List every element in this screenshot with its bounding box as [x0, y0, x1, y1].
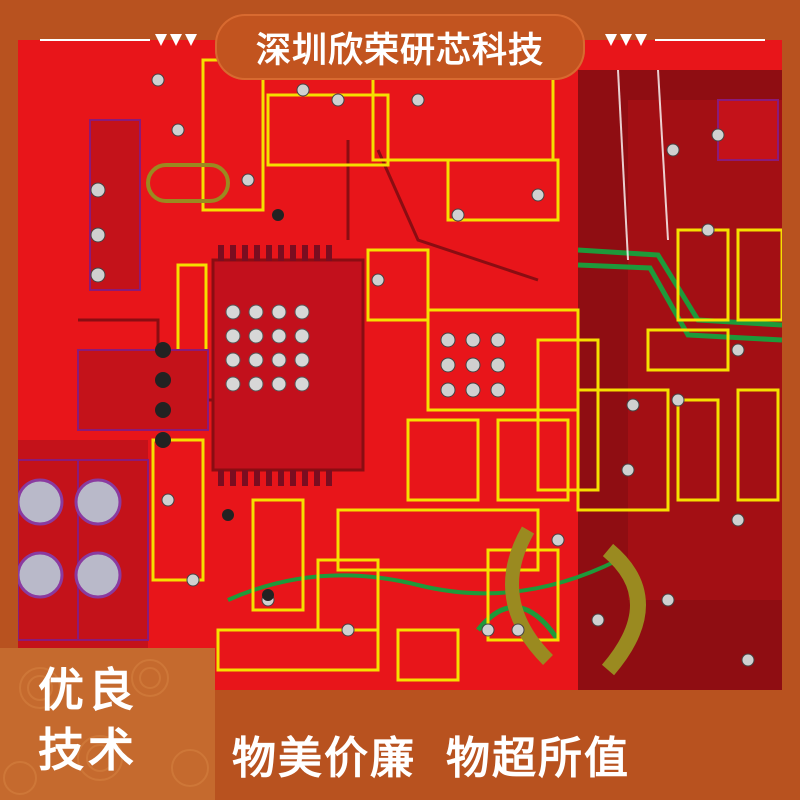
- slogan: 物美价廉物超所值: [232, 722, 630, 786]
- company-name: 深圳欣荣研芯科技: [255, 30, 544, 71]
- slogan-part-2: 物超所值: [446, 733, 630, 784]
- slogan-part-1: 物美价廉: [232, 733, 416, 784]
- wave-decoration: [605, 34, 765, 46]
- badge-text: 优良 技术: [38, 660, 138, 780]
- quality-badge: [0, 648, 215, 800]
- badge-line-1: 优良: [38, 663, 138, 717]
- pcb-layout-graphic: [18, 58, 782, 690]
- wave-decoration: [40, 34, 197, 46]
- pcb-board-image: [18, 40, 782, 690]
- company-title-banner: 深圳欣荣研芯科技: [215, 14, 585, 80]
- slogan-bar: [215, 690, 800, 800]
- cloud-pattern-icon: [3, 659, 209, 795]
- badge-line-2: 技术: [38, 723, 138, 777]
